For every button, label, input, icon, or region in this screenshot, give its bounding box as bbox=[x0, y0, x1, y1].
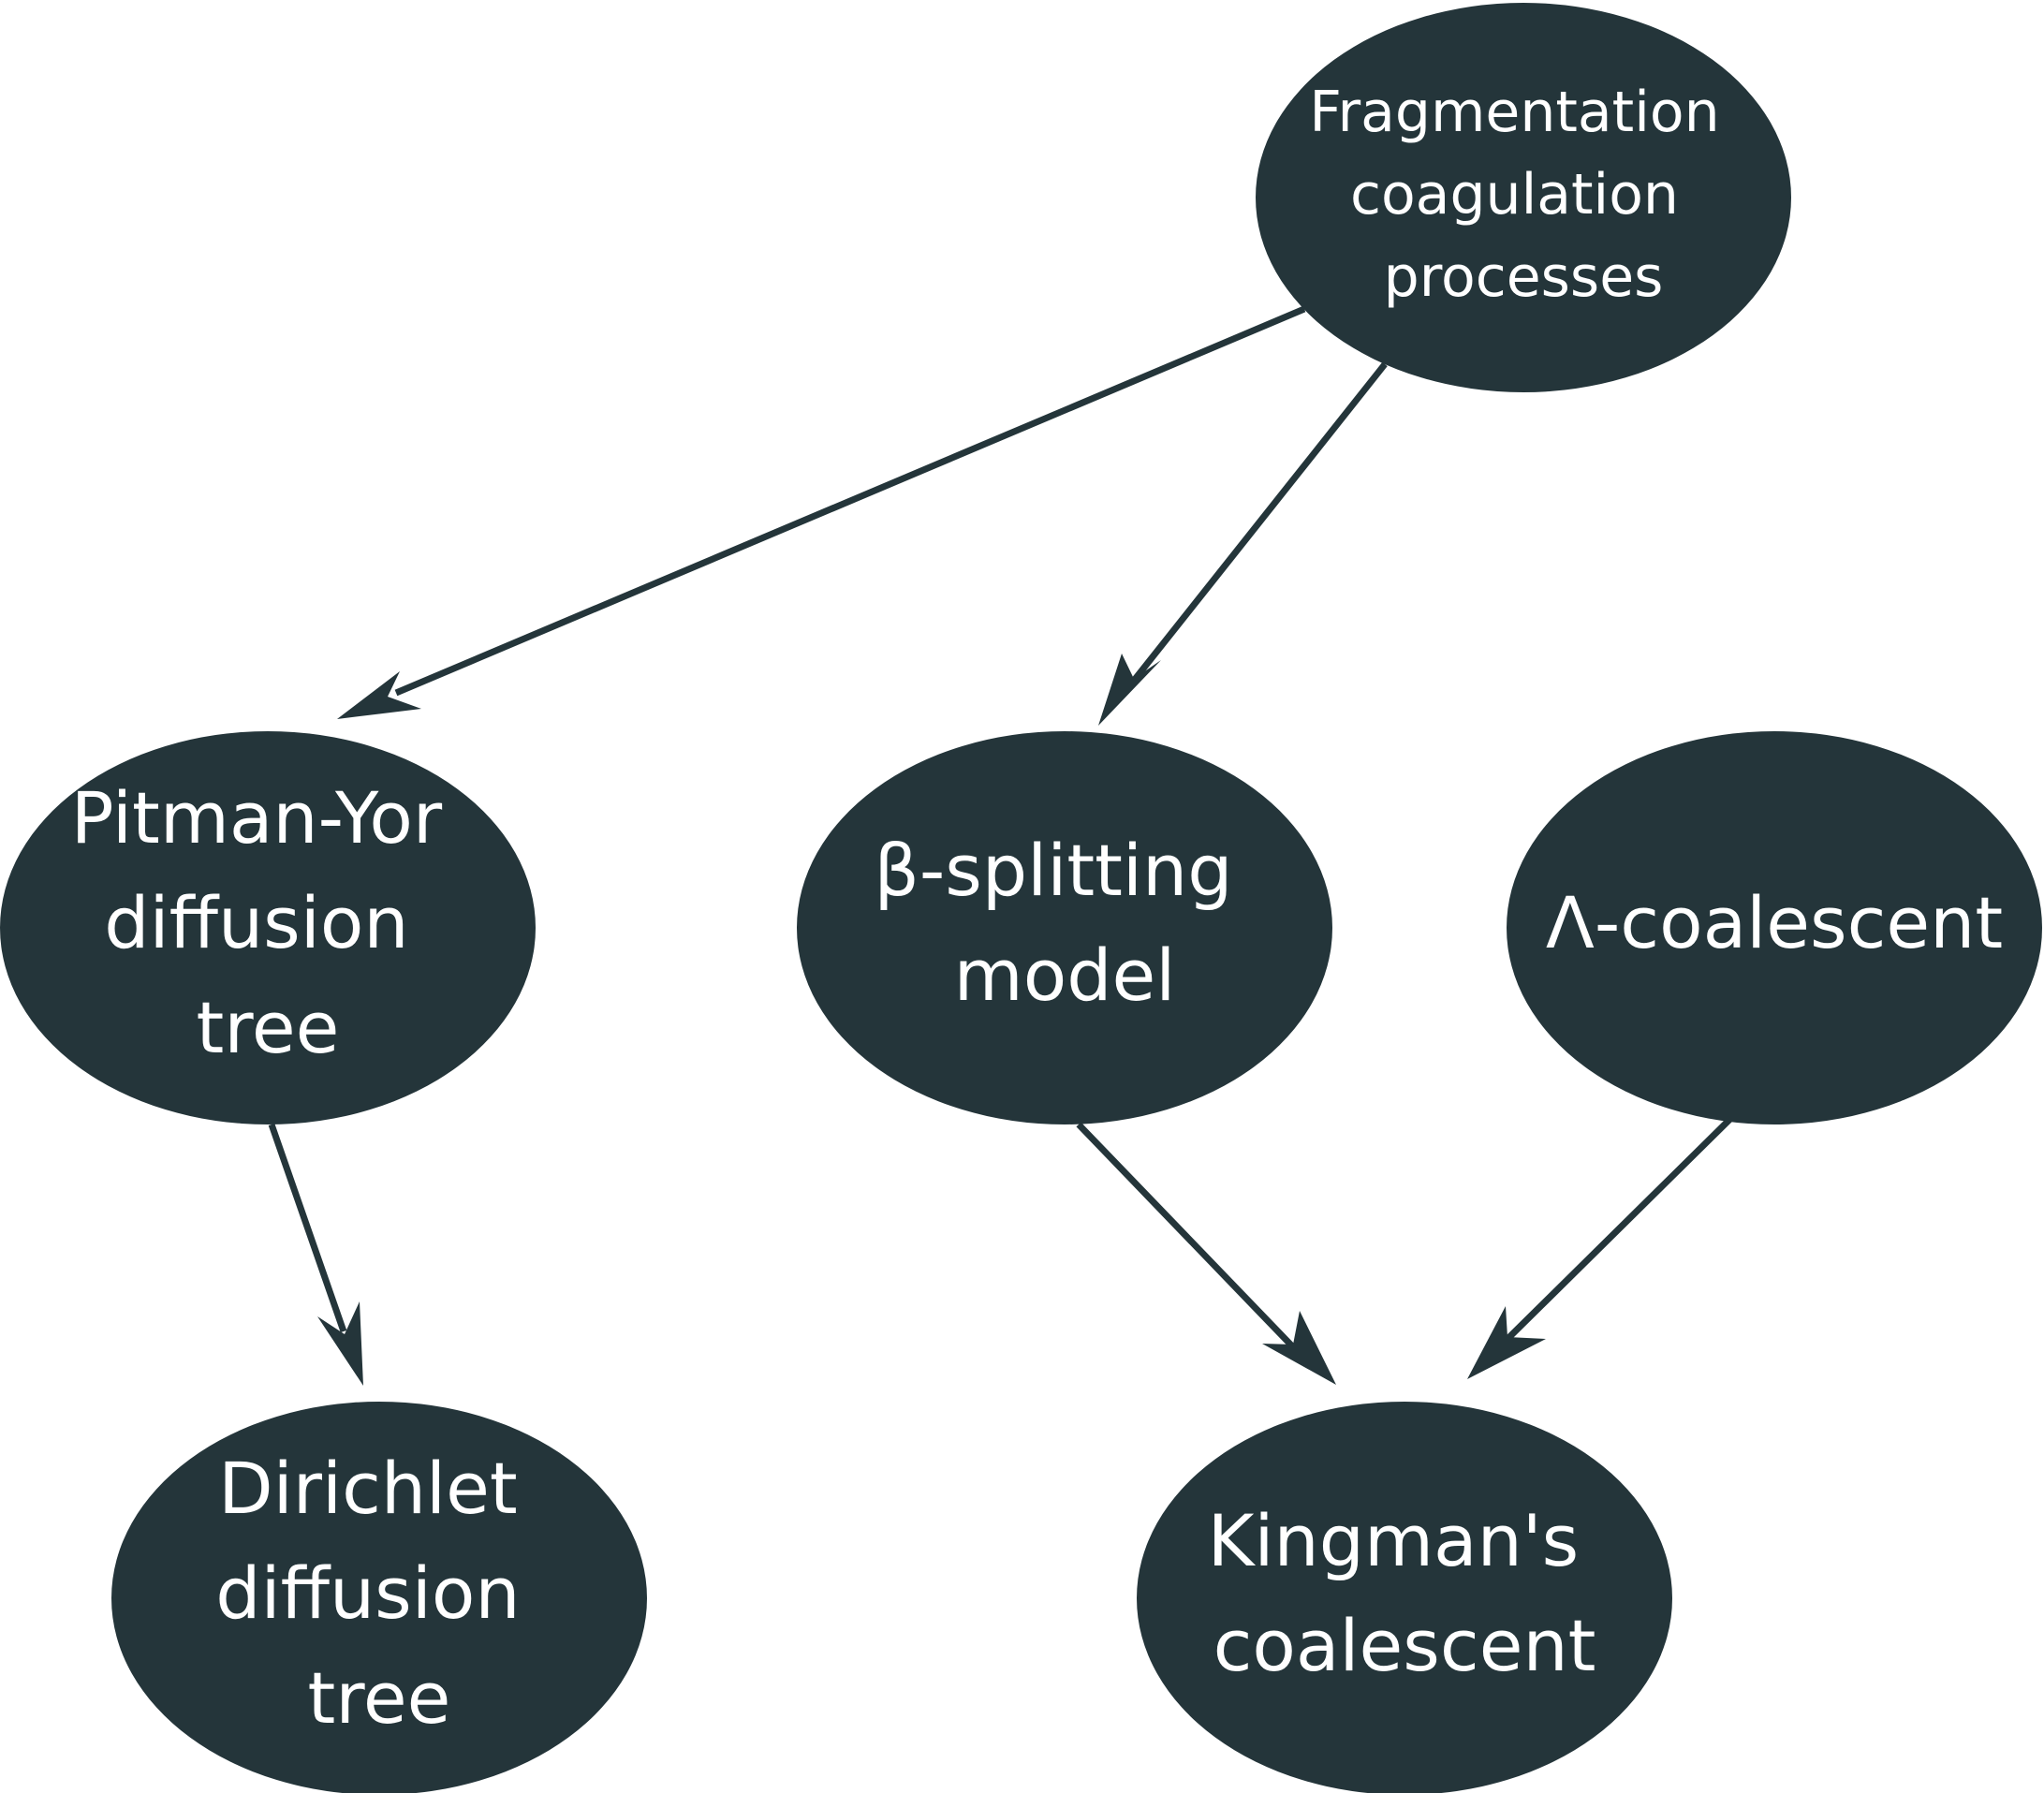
node-fragmentation-label-line-2: coagulation bbox=[1350, 162, 1679, 228]
node-beta-splitting: β-splitting model bbox=[797, 731, 1332, 1124]
edge-lambda-coalescent-to-kingman bbox=[1467, 1115, 1734, 1379]
node-lambda-coalescent-label: Λ-coalescent bbox=[1546, 881, 2003, 964]
edge-line bbox=[1130, 361, 1388, 684]
arrowhead bbox=[1098, 654, 1161, 726]
edge-fragmentation-to-pitman-yor bbox=[337, 305, 1306, 719]
node-fragmentation-label: Fragmentation coagulation processes bbox=[1309, 80, 1737, 310]
edge-line bbox=[268, 1123, 347, 1333]
node-kingman-shape bbox=[1137, 1402, 1672, 1793]
node-pitman-yor-shape bbox=[0, 731, 536, 1124]
edges-layer bbox=[268, 305, 1734, 1386]
node-pitman-yor-label-line-2: diffusion bbox=[104, 881, 408, 964]
node-kingman-label-line-2: coalescent bbox=[1213, 1604, 1596, 1687]
node-fragmentation-shape bbox=[1256, 3, 1791, 392]
edge-line bbox=[394, 305, 1306, 697]
node-pitman-yor: Pitman-Yor diffusion tree bbox=[0, 731, 536, 1124]
node-kingman-label: Kingman's coalescent bbox=[1208, 1499, 1602, 1687]
arrowhead bbox=[317, 1301, 363, 1386]
arrowhead bbox=[1467, 1306, 1546, 1379]
node-dirichlet-label-line-2: diffusion bbox=[215, 1551, 520, 1635]
node-lambda-coalescent-label-line-1: Λ-coalescent bbox=[1546, 881, 2003, 964]
edge-pitman-yor-to-dirichlet bbox=[268, 1123, 363, 1386]
node-beta-splitting-label-line-2: model bbox=[954, 933, 1176, 1017]
edge-line bbox=[1076, 1122, 1302, 1357]
node-fragmentation-label-line-1: Fragmentation bbox=[1309, 80, 1719, 145]
node-beta-splitting-label: β-splitting model bbox=[874, 829, 1255, 1017]
node-dirichlet-label-line-3: tree bbox=[308, 1656, 451, 1740]
node-dirichlet-label: Dirichlet diffusion tree bbox=[215, 1447, 542, 1740]
node-pitman-yor-label-line-3: tree bbox=[197, 986, 340, 1069]
arrowhead bbox=[1262, 1311, 1336, 1385]
arrowhead bbox=[337, 671, 421, 719]
node-lambda-coalescent: Λ-coalescent bbox=[1507, 731, 2042, 1124]
node-beta-splitting-label-line-1: β-splitting bbox=[874, 829, 1232, 912]
node-fragmentation: Fragmentation coagulation processes bbox=[1256, 3, 1791, 392]
node-kingman-label-line-1: Kingman's bbox=[1208, 1499, 1580, 1582]
node-beta-splitting-shape bbox=[797, 731, 1332, 1124]
node-dirichlet-shape bbox=[111, 1402, 647, 1793]
edge-line bbox=[1504, 1115, 1734, 1343]
node-dirichlet-label-line-1: Dirichlet bbox=[218, 1447, 518, 1530]
node-fragmentation-label-line-3: processes bbox=[1384, 244, 1664, 310]
node-dirichlet: Dirichlet diffusion tree bbox=[111, 1402, 647, 1793]
node-kingman: Kingman's coalescent bbox=[1137, 1402, 1672, 1793]
node-pitman-yor-label-line-1: Pitman-Yor bbox=[71, 776, 443, 860]
edge-beta-splitting-to-kingman bbox=[1076, 1122, 1336, 1385]
node-lambda-coalescent-shape bbox=[1507, 731, 2042, 1124]
node-pitman-yor-label: Pitman-Yor diffusion tree bbox=[71, 776, 465, 1069]
edge-fragmentation-to-beta-splitting bbox=[1098, 361, 1388, 726]
